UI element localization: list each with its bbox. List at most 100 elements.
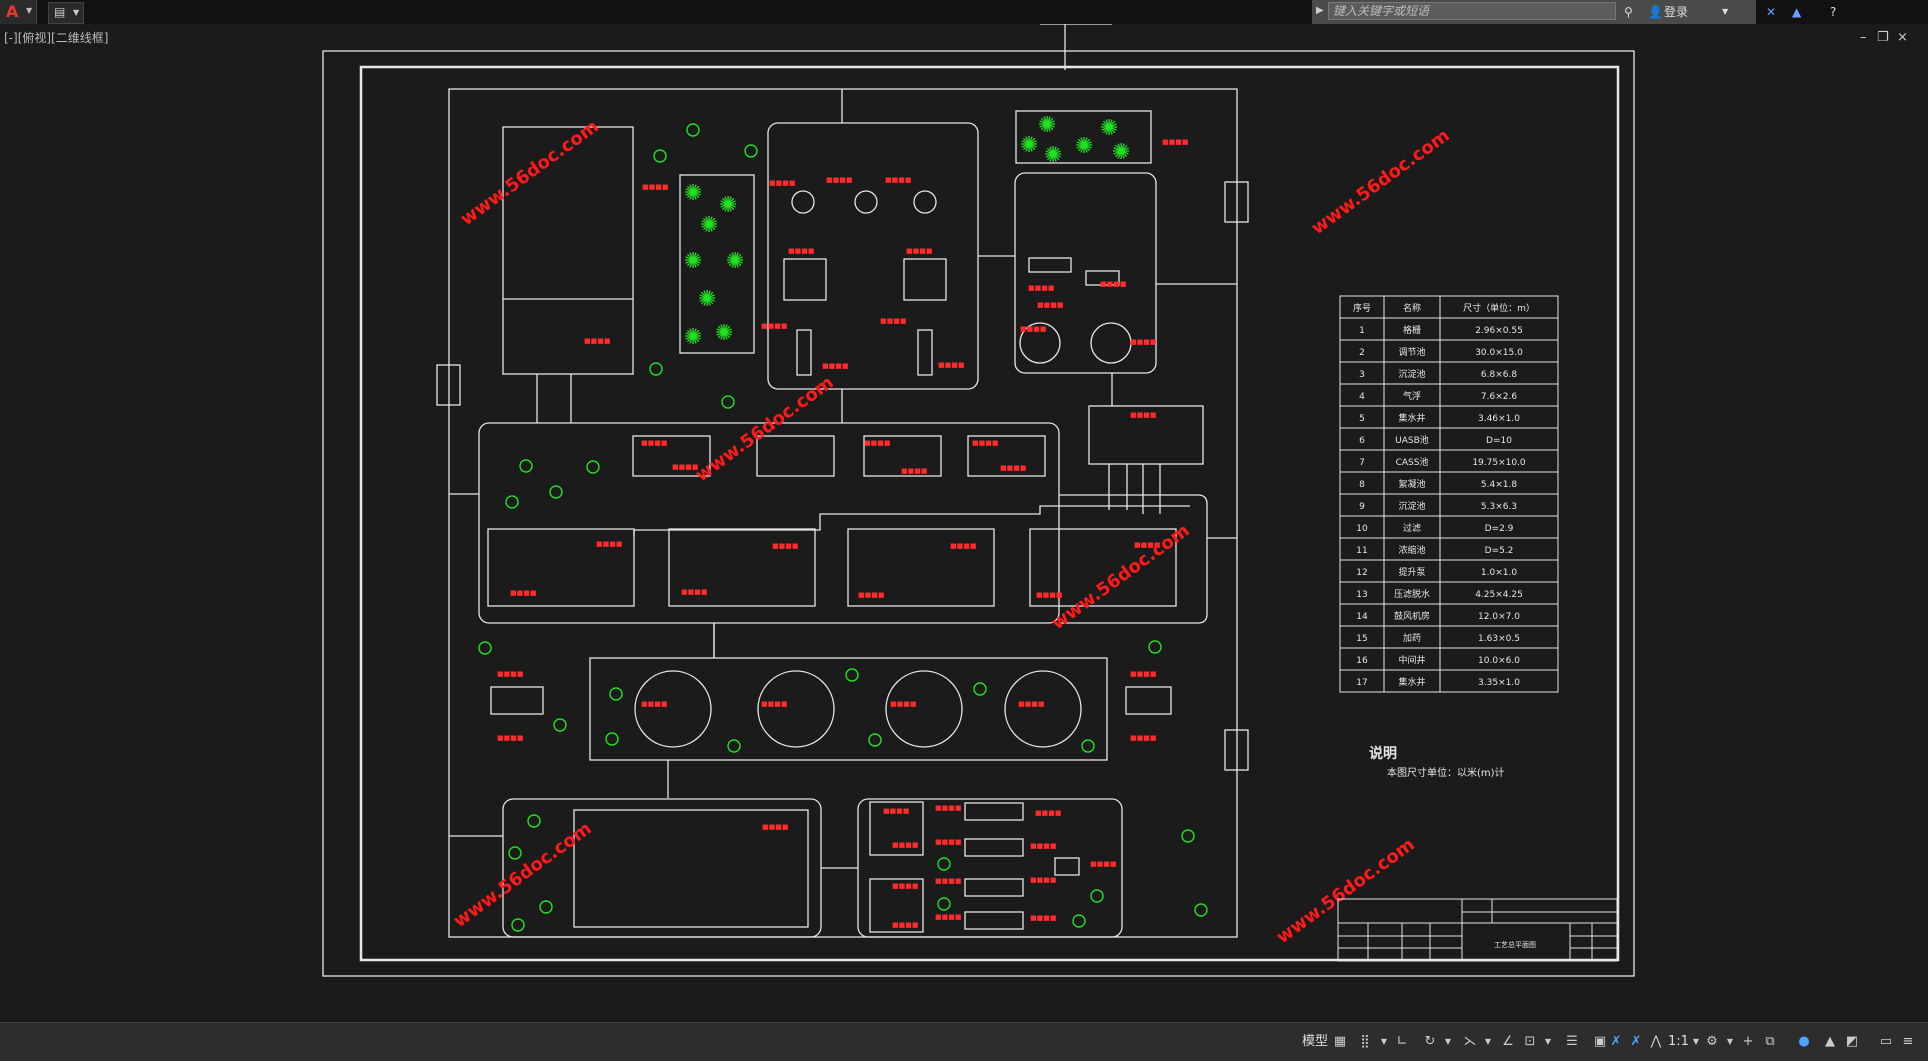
svg-text:■■■■: ■■■■: [892, 882, 918, 890]
ortho-icon[interactable]: ∟: [1396, 1034, 1408, 1049]
table-cell: 3.46×1.0: [1478, 414, 1520, 424]
table-cell: 6: [1359, 436, 1365, 446]
svg-text:■■■■: ■■■■: [890, 700, 916, 708]
chevron-down-icon[interactable]: ▼: [1692, 1037, 1700, 1046]
ucs-icon[interactable]: ⊡: [1524, 1034, 1536, 1049]
svg-text:■■■■: ■■■■: [788, 247, 814, 255]
table-cell: 9: [1359, 502, 1365, 512]
table-cell: 7.6×2.6: [1481, 392, 1517, 402]
svg-text:■■■■: ■■■■: [596, 540, 622, 548]
exchange-icon[interactable]: ✕: [1766, 5, 1777, 19]
svg-text:■■■■: ■■■■: [935, 913, 961, 921]
annotation-visibility-icon[interactable]: ✗: [1610, 1034, 1622, 1049]
viewport-label[interactable]: [-][俯视][二维线框]: [4, 31, 109, 45]
sheet-border-inner: [359, 65, 1620, 962]
table-cell: 1.63×0.5: [1478, 634, 1520, 644]
chevron-down-icon: ▼: [73, 8, 80, 17]
table-cell: 16: [1356, 656, 1368, 666]
annotation-scale-icon[interactable]: ⋀: [1650, 1034, 1662, 1049]
fullscreen-icon[interactable]: ▭: [1879, 1034, 1893, 1049]
svg-text:■■■■: ■■■■: [1028, 284, 1054, 292]
help-icon[interactable]: ?: [1830, 5, 1837, 19]
table-cell: 10.0×6.0: [1478, 656, 1520, 666]
chevron-down-icon[interactable]: ▼: [1444, 1037, 1452, 1046]
svg-text:■■■■: ■■■■: [1018, 700, 1044, 708]
svg-text:■■■■: ■■■■: [858, 591, 884, 599]
svg-text:■■■■: ■■■■: [1130, 670, 1156, 678]
minimize-icon[interactable]: –: [1860, 30, 1867, 45]
quick-access-icon: ▤: [54, 5, 66, 19]
table-cell: D=5.2: [1485, 546, 1514, 556]
svg-text:■■■■: ■■■■: [864, 439, 890, 447]
svg-text:■■■■: ■■■■: [1134, 541, 1160, 549]
table-cell: 11: [1356, 546, 1367, 556]
search-input[interactable]: [1328, 2, 1616, 20]
grid-icon[interactable]: ▦: [1333, 1034, 1347, 1049]
polar-icon[interactable]: ↻: [1424, 1034, 1436, 1049]
table-cell: 4.25×4.25: [1475, 590, 1523, 600]
table-cell: 集水井: [1398, 412, 1425, 424]
pump-well-2: [436, 364, 461, 406]
svg-text:■■■■: ■■■■: [1130, 734, 1156, 742]
svg-text:■■■■: ■■■■: [1130, 338, 1156, 346]
table-cell: 8: [1359, 480, 1365, 490]
sheet-border-outer: [322, 50, 1635, 977]
quick-access-button[interactable]: ▤ ▼: [48, 2, 84, 24]
chevron-down-icon[interactable]: ▼: [1484, 1037, 1492, 1046]
table-header: 尺寸（单位：m）: [1463, 302, 1535, 314]
svg-text:■■■■: ■■■■: [935, 804, 961, 812]
svg-text:■■■■: ■■■■: [762, 823, 788, 831]
isolate-objects-icon[interactable]: ⧉: [1765, 1034, 1775, 1049]
table-cell: 3: [1359, 370, 1365, 380]
svg-text:■■■■: ■■■■: [826, 176, 852, 184]
plus-icon[interactable]: +: [1742, 1034, 1754, 1049]
table-cell: 调节池: [1398, 346, 1425, 358]
title-block: [1337, 898, 1618, 962]
restore-icon[interactable]: ❐: [1877, 30, 1889, 45]
model-space-button[interactable]: 模型: [1302, 1034, 1329, 1049]
svg-text:■■■■: ■■■■: [642, 183, 668, 191]
dosing-room-left: [490, 686, 544, 715]
svg-text:■■■■: ■■■■: [972, 439, 998, 447]
svg-text:✺: ✺: [1100, 116, 1118, 141]
chevron-down-icon[interactable]: ▼: [1722, 7, 1729, 16]
expand-arrow-icon[interactable]: ▶: [1316, 5, 1324, 16]
svg-text:■■■■: ■■■■: [497, 734, 523, 742]
drawing-canvas[interactable]: ■■■■ ■■■■ ■■■■ ■■■■ ■■■■ ■■■■ ■■■■ ■■■■ …: [0, 24, 1928, 1022]
svg-text:■■■■: ■■■■: [681, 588, 707, 596]
svg-text:✺: ✺: [684, 325, 702, 350]
shrub-icons: ✺✺✺ ✺✺✺ ✺✺ ✺✺✺ ✺✺✺: [684, 113, 1130, 350]
osnap-icon[interactable]: ⋋: [1463, 1034, 1477, 1049]
hardware-acceleration-icon[interactable]: ●: [1798, 1034, 1810, 1049]
isolate-icon[interactable]: ▲: [1825, 1034, 1835, 1049]
table-cell: 12.0×7.0: [1478, 612, 1520, 622]
svg-text:www.56doc.com: www.56doc.com: [692, 372, 838, 486]
otrack-icon[interactable]: ∠: [1502, 1034, 1514, 1049]
binoculars-icon[interactable]: ⚲: [1624, 5, 1633, 19]
chevron-down-icon[interactable]: ▼: [1380, 1037, 1388, 1046]
lineweight-icon[interactable]: ☰: [1566, 1034, 1578, 1049]
customization-menu-icon[interactable]: ≡: [1902, 1034, 1914, 1049]
login-link[interactable]: 登录: [1664, 5, 1689, 19]
green-belt-1: [679, 174, 755, 354]
uasb-area: [589, 657, 1108, 761]
close-icon[interactable]: ×: [1897, 30, 1908, 45]
chevron-down-icon[interactable]: ▼: [1726, 1037, 1734, 1046]
table-cell: 沉淀池: [1398, 368, 1425, 380]
application-menu-button[interactable]: A ▼: [0, 0, 37, 24]
autoscale-icon[interactable]: ✗: [1630, 1034, 1642, 1049]
scale-button[interactable]: 1:1: [1668, 1034, 1689, 1049]
gear-icon[interactable]: ⚙: [1706, 1034, 1718, 1049]
building-treatment-2: [1014, 172, 1157, 374]
triangle-icon[interactable]: ▲: [1792, 5, 1802, 19]
table-cell: 5.3×6.3: [1481, 502, 1517, 512]
dosing-room-right: [1125, 686, 1172, 715]
selection-cycling-icon[interactable]: ▣: [1593, 1034, 1607, 1049]
svg-text:■■■■: ■■■■: [906, 247, 932, 255]
snap-icon[interactable]: ⣿: [1360, 1034, 1370, 1049]
clean-screen-icon[interactable]: ◩: [1845, 1034, 1859, 1049]
green-belt-2: [1015, 110, 1152, 164]
autocad-logo-icon: A: [6, 2, 19, 21]
chevron-down-icon[interactable]: ▼: [1544, 1037, 1552, 1046]
svg-text:■■■■: ■■■■: [584, 337, 610, 345]
